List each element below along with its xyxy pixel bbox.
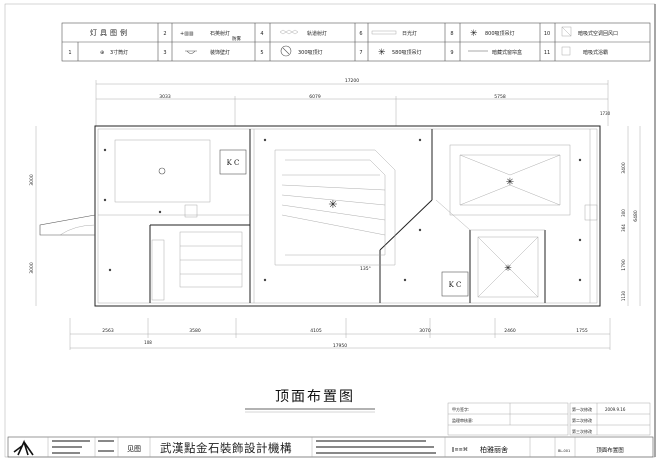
dim-bottom: 3580 [189,328,201,334]
project-logo: ǁ≡≡⌘ [452,447,468,453]
legend-label: 3寸筒灯 [110,49,128,56]
dim-bottom: 3070 [419,328,431,334]
dim-right: 300 [621,209,626,217]
kc-box [219,149,247,175]
legend-num: 11 [544,50,550,56]
legend-num: 10 [544,31,550,37]
dim-bottom: 2460 [504,328,516,334]
revision-1-date: 2009.9.16 [605,407,626,412]
legend-icon-ceiling-lamp [280,45,292,57]
dim-bottom: 4105 [310,328,322,334]
legend-num: 5 [260,50,263,56]
kc-box [441,271,469,297]
legend-num: 3 [163,50,166,56]
sheet-title: 顶面布置图 [596,446,624,454]
kc-label: K C [449,281,462,289]
legend-label: 轨道射灯 [307,30,327,37]
legend-label: 580吸顶吊灯 [392,49,422,56]
ceiling-details: K C ✳ 135° ✳ ✳ K C [103,138,582,301]
legend-label: 装饰壁灯 [210,49,230,56]
legend-num: 6 [359,31,362,37]
client-sign-label: 甲方签字: [452,406,469,412]
legend-icon-air-return [561,26,572,37]
project-name: 柏雅丽舍 [480,445,508,454]
company-logo [13,439,34,456]
dim-left: 3000 [29,262,35,274]
legend-icon-fluorescent [371,30,397,35]
dim-top: 5758 [494,94,506,100]
legend-num: 1 [68,50,71,56]
right-dimensions: 6480 3400 300 364 1790 1130 [621,126,641,306]
dim-left: 3000 [29,174,35,186]
legend-icon-downlight: ⊕ [100,50,104,56]
dim-right: 1790 [621,259,627,271]
dim-top: 3033 [159,94,171,100]
dim-bottom: 2563 [102,328,114,334]
top-dimensions: 17200 3033 6079 5758 1730 [95,78,611,126]
supervisor-label: 监理审核意: [452,417,473,423]
legend-label-sub: 防雾 [232,35,241,42]
legend-table: 灯具图例 1 ⊕ 3寸筒灯 2 +▥▥ 石英射灯 防雾 3 装饰壁灯 4 轨道射… [61,22,651,62]
floor-plan-walls [39,125,601,307]
title-block: 甲方签字: 监理审核意: 第一次修改 2009.9.16 第二次修改 第三次修改… [7,402,654,458]
legend-icon-chandelier-800: ✳ [470,29,478,39]
chandelier-icon: ✳ [328,198,337,211]
legend-num: 9 [450,50,453,56]
legend-num: 2 [163,31,166,37]
angle-label: 135° [360,266,371,272]
legend-label: 800吸顶吊灯 [485,30,515,37]
legend-icon-wall-lamp [185,50,197,54]
dim-top-total: 17200 [345,78,359,84]
sheet-number: BL-001 [558,449,570,453]
dim-top: 6079 [309,94,321,100]
drawing-title: 顶面布置图 [275,389,355,405]
dim-right: 3400 [621,162,627,174]
legend-label: 暗吸式浴霸 [583,49,608,56]
legend-num: 4 [260,31,263,37]
legend-num: 7 [359,50,362,56]
company-name: 武漢點金石裝飾設計機構 [160,441,292,455]
legend-icon-spotlight: +▥▥ [180,31,194,37]
dim-bottom-small: 108 [144,340,152,345]
chandelier-icon: ✳ [504,264,512,274]
legend-icon-chandelier-580: ✳ [378,48,386,58]
dim-right: 1130 [621,290,626,301]
legend-icon-bath-heater [561,46,571,56]
bottom-dimensions: 2563 3580 4105 3070 2460 1755 108 17950 [69,318,611,350]
dim-right-total: 6480 [633,210,639,222]
kc-label: K C [227,159,240,167]
legend-title: 灯具图例 [90,28,130,37]
dim-bottom-total: 17950 [333,343,347,349]
dim-bottom: 1755 [576,328,588,334]
legend-label: 300吸顶灯 [298,49,323,56]
left-dimensions: 3000 3000 [29,126,37,306]
dim-right: 364 [621,224,626,232]
legend-num: 8 [450,31,453,37]
revision-1-label: 第一次修改 [572,406,592,412]
legend-label: 石英射灯 [210,30,230,37]
ceiling-lamp-icon [158,167,166,175]
chandelier-icon: ✳ [506,177,514,188]
revision-2-label: 第二次修改 [572,417,592,423]
revision-3-label: 第三次修改 [572,428,592,434]
legend-icon-track-light [279,29,299,35]
legend-label: 暗吸式空调回风口 [578,30,618,37]
see-drawing-label: 见图 [127,445,141,453]
legend-label: 日光灯 [402,30,417,37]
legend-label: 暗藏式窗帘盒 [492,49,522,56]
dim-corner: 1730 [600,111,611,116]
